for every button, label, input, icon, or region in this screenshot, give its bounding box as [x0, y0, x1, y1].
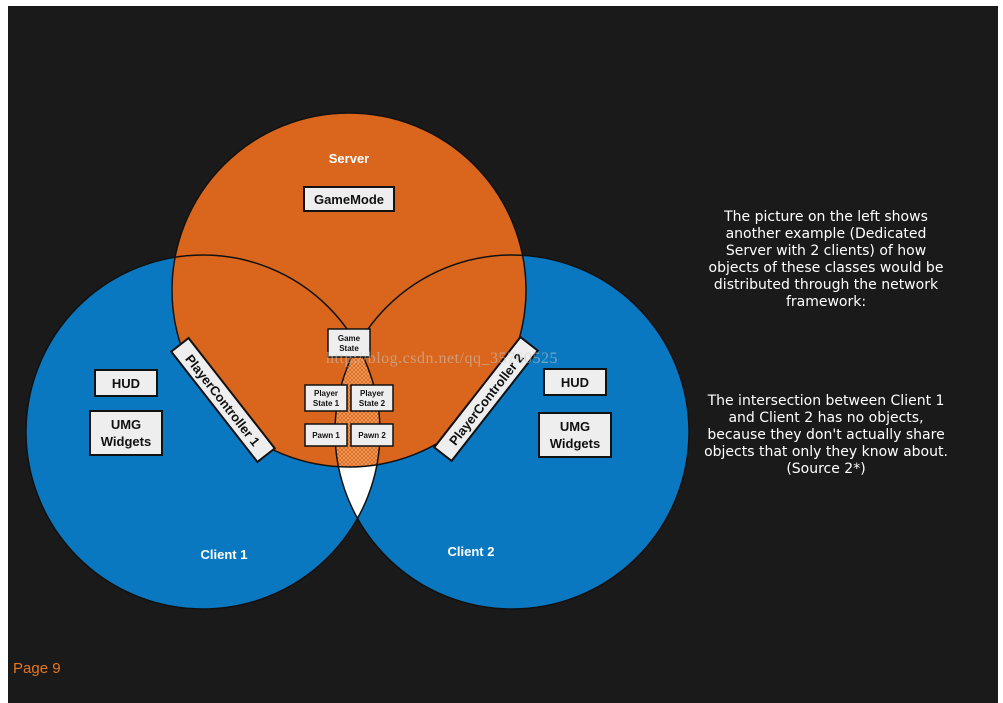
description-para-2: The intersection between Client 1 and Cl…	[676, 393, 976, 478]
client1-hud-text: HUD	[112, 376, 140, 391]
para2-line: The intersection between Client 1	[707, 393, 945, 409]
client2-label: Client 2	[448, 544, 495, 559]
server-label: Server	[329, 151, 369, 166]
para2-line: objects that only they know about.	[704, 444, 948, 460]
para1-line: distributed through the network	[713, 277, 939, 293]
client1-umg-line2: Widgets	[101, 434, 151, 449]
para1-line: framework:	[785, 294, 867, 310]
watermark: http://blog.csdn.net/qq_35760525	[326, 350, 558, 367]
game-state-line1: Game	[338, 334, 361, 343]
para1-line: objects of these classes would be	[708, 260, 944, 276]
player-state-2-line1: Player	[360, 389, 384, 398]
client2-umg-line1: UMG	[560, 419, 590, 434]
pawn-1-text: Pawn 1	[312, 431, 340, 440]
client1-label: Client 1	[201, 547, 248, 562]
client1-umg-box	[89, 410, 163, 456]
player-state-2-box	[350, 384, 394, 412]
para1-line: another example (Dedicated	[725, 226, 927, 242]
pawn-1-box	[304, 423, 348, 447]
para2-line: (Source 2*)	[786, 461, 866, 477]
client1-hud-box	[94, 369, 158, 397]
client2-hud-box	[543, 368, 607, 396]
para1-line: Server with 2 clients) of how	[725, 243, 927, 259]
gamemode-box	[303, 186, 395, 212]
server-outline	[171, 112, 527, 468]
client2-umg-box	[538, 412, 612, 458]
client2-hud-text: HUD	[561, 375, 589, 390]
server-circle	[172, 113, 526, 467]
game-state-box	[327, 328, 371, 358]
description-para-1: The picture on the left shows another ex…	[676, 209, 976, 311]
player-state-2-line2: State 2	[359, 399, 386, 408]
client2-umg-line2: Widgets	[550, 436, 600, 451]
page-number: Page 9	[13, 660, 61, 677]
player-state-1-line1: Player	[314, 389, 338, 398]
venn-diagram: Server GameMode HUD UMG Widgets HUD UMG …	[25, 112, 690, 610]
para2-line: because they don't actually share	[707, 427, 945, 443]
para1-line: The picture on the left shows	[724, 209, 928, 225]
slide: Server GameMode HUD UMG Widgets HUD UMG …	[8, 6, 998, 703]
client1-umg-line1: UMG	[111, 417, 141, 432]
pawn-2-text: Pawn 2	[358, 431, 386, 440]
player-state-1-box	[304, 384, 348, 412]
game-state-line2: State	[339, 344, 359, 353]
pawn-2-box	[350, 423, 394, 447]
player-state-1-line2: State 1	[313, 399, 340, 408]
gamemode-text: GameMode	[314, 192, 384, 207]
para2-line: and Client 2 has no objects,	[728, 410, 924, 426]
